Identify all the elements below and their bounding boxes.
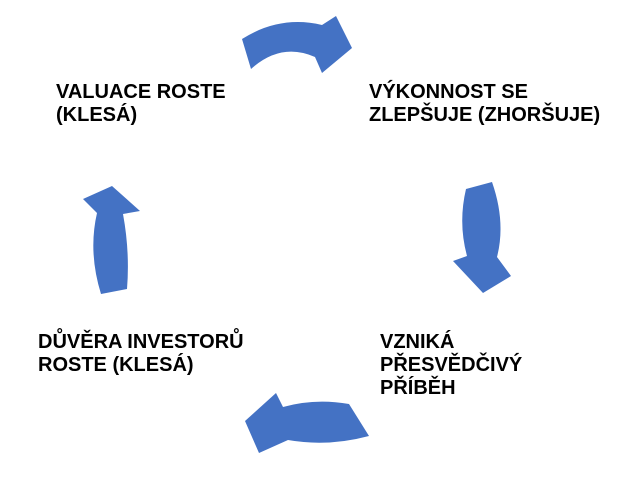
- node-vznika-line-1: VZNIKÁ: [380, 331, 455, 353]
- node-vykonnost-line-1: VÝKONNOST SE: [369, 81, 528, 103]
- node-valuace: VALUACE ROSTE (KLESÁ): [56, 81, 226, 127]
- node-duvera-line-2: ROSTE (KLESÁ): [38, 354, 194, 376]
- node-valuace-line-2: (KLESÁ): [56, 104, 138, 126]
- curved-arrow-down-icon: [453, 182, 511, 293]
- node-vykonnost: VÝKONNOST SE ZLEPŠUJE (ZHORŠUJE): [369, 81, 600, 127]
- node-duvera-line-1: DŮVĚRA INVESTORŮ: [38, 331, 244, 353]
- node-valuace-line-1: VALUACE ROSTE: [56, 81, 226, 103]
- curved-arrow-up-icon: [83, 186, 140, 294]
- node-duvera: DŮVĚRA INVESTORŮ ROSTE (KLESÁ): [38, 331, 244, 377]
- curved-arrow-right-icon: [242, 16, 352, 73]
- node-vznika: VZNIKÁ PŘESVĚDČIVÝ PŘÍBĚH: [380, 331, 522, 400]
- node-vykonnost-line-2: ZLEPŠUJE (ZHORŠUJE): [369, 104, 601, 126]
- node-vznika-line-3: PŘÍBĚH: [380, 377, 456, 399]
- curved-arrow-left-icon: [245, 393, 369, 453]
- node-vznika-line-2: PŘESVĚDČIVÝ: [380, 354, 523, 376]
